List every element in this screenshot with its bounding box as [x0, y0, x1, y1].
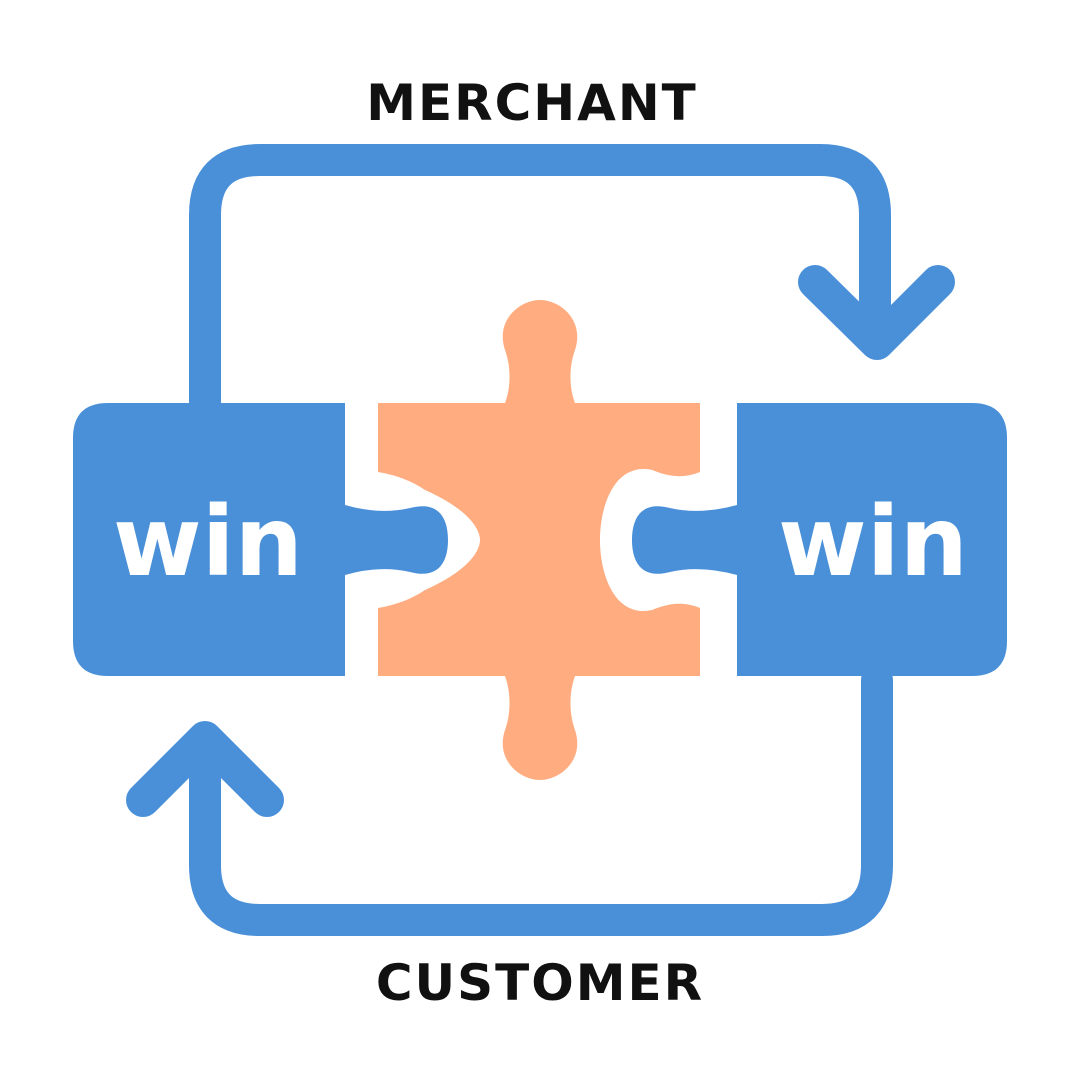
customer-label: CUSTOMER: [376, 954, 704, 1012]
customer-flow-line: [189, 664, 893, 936]
arrow-up-icon: [126, 721, 284, 817]
right-win-piece: win: [632, 403, 1007, 676]
puzzle-piece-icon: [378, 300, 700, 780]
left-win-piece: win: [73, 403, 448, 676]
win-right-text: win: [778, 486, 968, 598]
arrow-down-icon: [798, 265, 955, 360]
win-left-text: win: [113, 486, 303, 598]
merchant-flow-line: [189, 144, 891, 421]
merchant-label: MERCHANT: [366, 74, 698, 132]
